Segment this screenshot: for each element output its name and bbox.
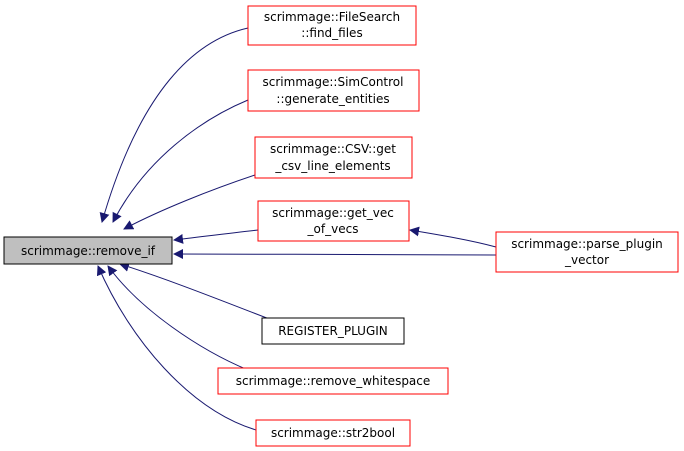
node-label-line-1: REGISTER_PLUGIN (278, 324, 388, 338)
edge-get-csv-line-elements (123, 174, 256, 230)
node-label-line-2: _of_vecs (307, 222, 359, 236)
node-remove-whitespace[interactable]: scrimmage::remove_whitespace (217, 367, 449, 395)
edge-parse-plugin-vector (173, 249, 497, 260)
node-label-line-1: scrimmage::FileSearch (264, 10, 400, 24)
edge-str2bool (96, 265, 257, 431)
node-find-files[interactable]: scrimmage::FileSearch ::find_files (247, 5, 417, 46)
node-label-line-2: ::find_files (301, 26, 362, 40)
edges (96, 27, 497, 431)
edge-remove-whitespace (107, 265, 249, 371)
node-str2bool[interactable]: scrimmage::str2bool (255, 419, 411, 447)
node-label-line-1: scrimmage::CSV::get (270, 142, 396, 156)
node-register-plugin[interactable]: REGISTER_PLUGIN (261, 317, 405, 345)
node-get-csv-line-elements[interactable]: scrimmage::CSV::get _csv_line_elements (254, 136, 413, 179)
node-label-line-2: _csv_line_elements (274, 159, 390, 173)
node-generate-entities[interactable]: scrimmage::SimControl ::generate_entitie… (247, 69, 420, 112)
node-label-line-2: _vector (564, 253, 609, 267)
node-parse-plugin-vector[interactable]: scrimmage::parse_plugin _vector (495, 231, 679, 273)
node-label-line-2: ::generate_entities (276, 92, 389, 106)
edge-get-vec-of-vecs (173, 229, 259, 244)
node-label-line-1: scrimmage::str2bool (271, 426, 395, 440)
edge-parse-to-get-vec (409, 226, 497, 248)
node-remove-if[interactable]: scrimmage::remove_if (3, 236, 173, 265)
node-label-line-1: scrimmage::parse_plugin (511, 237, 663, 251)
edge-generate-entities (112, 99, 249, 223)
edge-register-plugin (119, 261, 273, 321)
edge-find-files (99, 27, 249, 223)
node-label-line-1: scrimmage::get_vec (272, 206, 394, 220)
node-label: scrimmage::remove_if (21, 244, 156, 258)
node-get-vec-of-vecs[interactable]: scrimmage::get_vec _of_vecs (257, 200, 410, 242)
node-label-line-1: scrimmage::SimControl (263, 75, 404, 89)
node-label-line-1: scrimmage::remove_whitespace (236, 374, 431, 388)
